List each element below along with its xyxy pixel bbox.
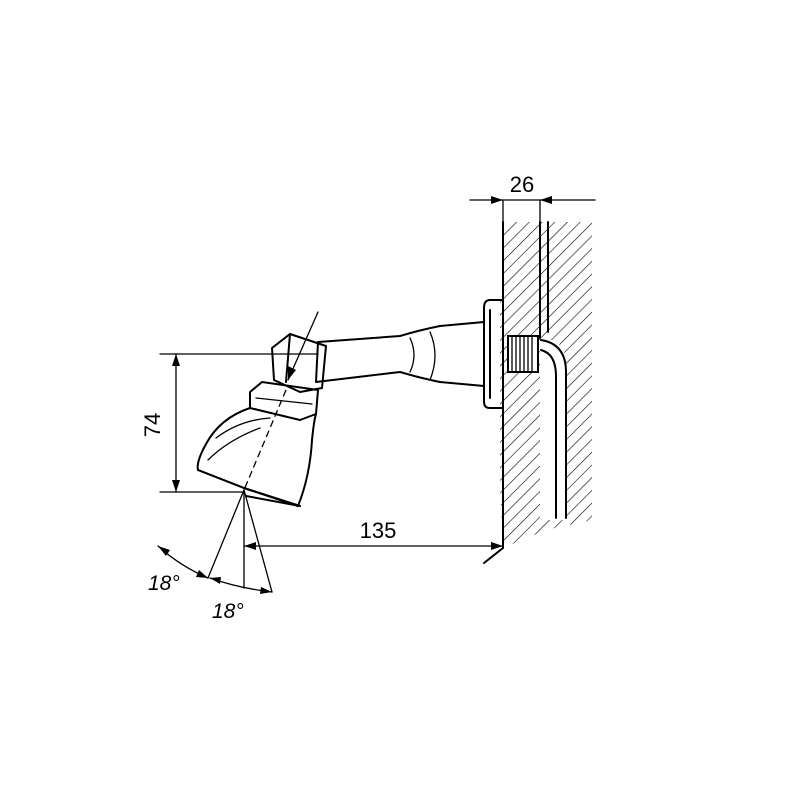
dimension-74: 74: [140, 353, 319, 493]
shower-arm: [315, 321, 485, 387]
dimension-74-label: 74: [140, 413, 165, 437]
dimension-135: 135: [243, 518, 504, 550]
tilt-axis: [243, 311, 319, 491]
dimension-26-label: 26: [510, 172, 534, 197]
dimension-135-label: 135: [360, 518, 397, 543]
angle-left-label: 18°: [148, 572, 180, 595]
angle-right-label: 18°: [212, 600, 244, 623]
dimension-26: 26: [469, 172, 596, 223]
shower-head-body: [196, 407, 317, 507]
spray-angle-lines: [157, 489, 273, 594]
wall-section: [483, 221, 592, 564]
thread-nipple: [507, 335, 539, 373]
wall-flange: [483, 299, 504, 409]
